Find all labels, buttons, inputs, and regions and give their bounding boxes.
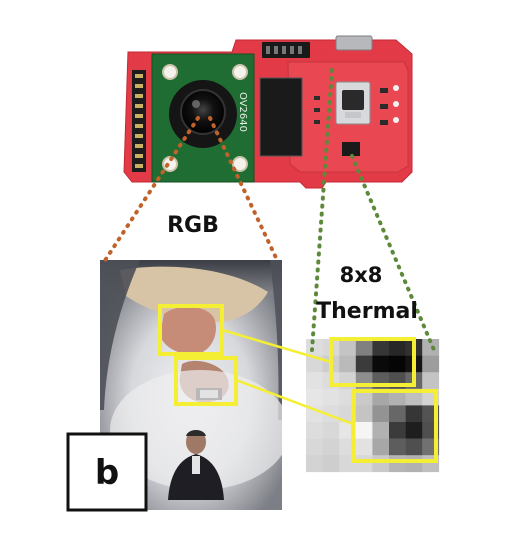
small-ic <box>342 142 360 156</box>
thermal-pixel <box>306 355 323 373</box>
thermal-pixel <box>389 388 406 406</box>
panel-letter-box <box>66 432 148 512</box>
header-pins <box>135 74 143 168</box>
thermal-link-right <box>350 154 436 352</box>
thermal-pixel <box>322 422 340 439</box>
thermal-pixel <box>306 455 323 473</box>
thermal-pixel <box>372 339 390 356</box>
thermal-pixel <box>322 455 340 473</box>
thermal-pixel <box>405 455 423 473</box>
correspondence-line-2 <box>235 378 354 426</box>
thermal-pixel <box>306 372 323 390</box>
camera-module-label: OV2640 <box>237 92 248 132</box>
thermal-pixel <box>389 405 406 423</box>
thermal-pixel <box>355 339 373 356</box>
correspondence-line-1 <box>221 328 332 364</box>
thermal-pixel <box>372 422 390 439</box>
correspondence-lines <box>221 328 354 426</box>
thermal-label-line2: Thermal <box>316 299 418 324</box>
thermal-grid <box>306 339 440 473</box>
thermal-pixel <box>372 405 390 423</box>
panel-letter: b <box>95 453 119 493</box>
thermal-pixel <box>405 438 423 456</box>
thermal-pixel <box>405 388 423 406</box>
processor-chip <box>259 77 303 157</box>
thermal-link-left <box>310 68 334 352</box>
thermal-pixel <box>322 388 340 406</box>
camera-mount-holes <box>162 64 248 172</box>
thermal-pixel <box>355 455 373 473</box>
thermal-pixel <box>306 405 323 423</box>
thermal-pixel <box>389 422 406 439</box>
thermal-pixel <box>355 405 373 423</box>
camera-lens <box>180 89 226 135</box>
rgb-link-right <box>208 116 280 264</box>
rgb-link-lines <box>102 116 280 264</box>
thermal-pixel <box>372 388 390 406</box>
rgb-link-left <box>102 116 200 264</box>
thermal-pixel <box>372 455 390 473</box>
thermal-pixel <box>389 455 406 473</box>
thermal-box-lower <box>351 389 438 463</box>
thermal-pixel <box>306 339 323 356</box>
rgb-label: RGB <box>167 213 219 238</box>
thermal-pixel <box>306 422 323 439</box>
thermal-link-lines <box>310 68 436 352</box>
thermal-pixel <box>372 438 390 456</box>
thermal-pixel <box>355 355 373 373</box>
thermal-pixel <box>306 388 323 406</box>
thermal-pixel <box>355 422 373 439</box>
thermal-pixel <box>405 405 423 423</box>
thermal-pixel <box>389 339 406 356</box>
thermal-pixel <box>405 422 423 439</box>
thermal-pixel <box>372 355 390 373</box>
thermal-pixel <box>422 339 440 356</box>
thermal-pixel <box>422 355 440 373</box>
thermal-pixel <box>422 372 440 390</box>
thermal-pixel <box>355 388 373 406</box>
thermal-label-line1: 8x8 <box>340 263 383 287</box>
thermal-pixel <box>355 438 373 456</box>
usb-connector <box>335 35 373 51</box>
sensor-board: OV2640 <box>123 35 413 189</box>
thermal-pixel <box>389 438 406 456</box>
thermal-pixel <box>339 355 357 373</box>
thermal-pixel <box>339 339 357 356</box>
thermal-pixel <box>389 355 406 373</box>
thermal-pixel <box>322 438 340 456</box>
thermal-pixel <box>306 438 323 456</box>
